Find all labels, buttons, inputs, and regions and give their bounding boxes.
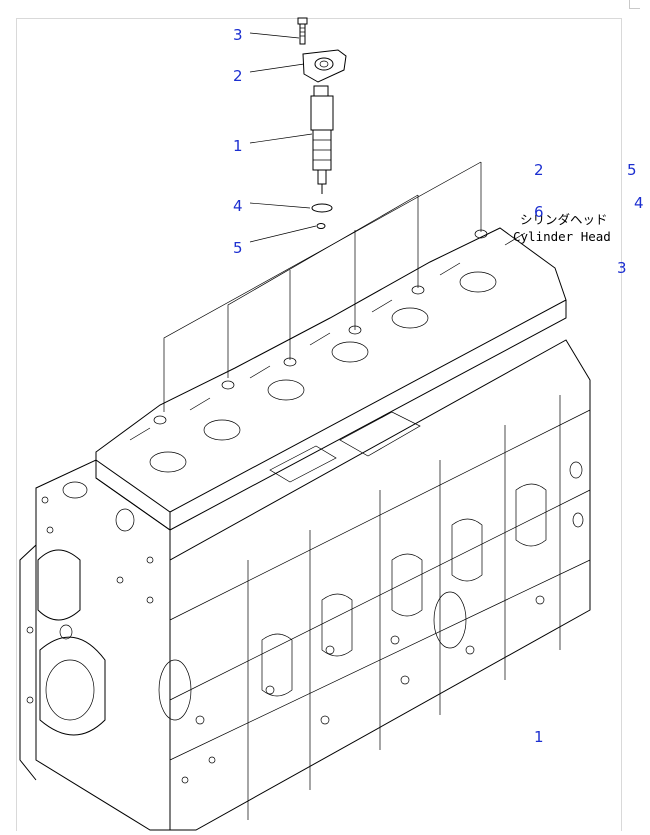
- callout-1-engine-block[interactable]: 1: [534, 728, 544, 746]
- callouts: 3 2 1 4 5 2 5 6 4 3 1: [233, 26, 644, 746]
- callout-5-washer[interactable]: 5: [233, 239, 243, 257]
- leader-lines: [249, 32, 317, 243]
- drawing-frame: [16, 18, 622, 831]
- note-japanese: シリンダヘッド: [520, 212, 608, 227]
- callout-6[interactable]: 6: [534, 203, 544, 221]
- washer-part: [316, 223, 326, 229]
- o-ring-part: [311, 203, 333, 213]
- callout-4-o-ring[interactable]: 4: [233, 197, 243, 215]
- scrollbar-corner[interactable]: [629, 0, 640, 9]
- callout-1-injector[interactable]: 1: [233, 137, 243, 155]
- note-english: Cylinder Head: [513, 229, 611, 244]
- clamp-part: [302, 49, 347, 83]
- callout-3-right[interactable]: 3: [617, 259, 627, 277]
- callout-3-bolt[interactable]: 3: [233, 26, 243, 44]
- engine-block: [19, 227, 591, 831]
- install-lines: [163, 161, 482, 412]
- bolt-part: [297, 17, 308, 45]
- callout-2-clamp[interactable]: 2: [233, 67, 243, 85]
- callout-2-right[interactable]: 2: [534, 161, 544, 179]
- callout-4-right[interactable]: 4: [634, 194, 644, 212]
- callout-5-right[interactable]: 5: [627, 161, 637, 179]
- injector-part: [310, 85, 334, 194]
- cylinder-head-note: シリンダヘッド Cylinder Head: [513, 212, 611, 244]
